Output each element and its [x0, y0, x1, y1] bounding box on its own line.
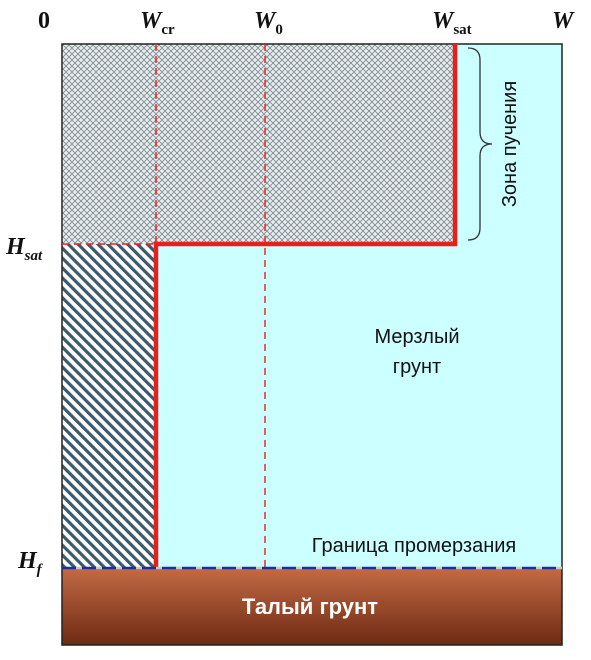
origin-label: 0 [38, 8, 50, 34]
thawed-soil-region [62, 568, 562, 645]
h-f-label: Hf [17, 548, 44, 578]
moisture-profile-line [153, 44, 458, 568]
heave-zone-area [62, 44, 455, 244]
thawed-soil-label: Талый грунт [242, 594, 378, 619]
hatched-column-area [62, 244, 156, 568]
frozen-soil-label-line1: Мерзлый [374, 326, 459, 348]
frozen-soil-label-line2: грунт [393, 356, 441, 378]
diagram-frame [61, 43, 563, 646]
freeze-boundary-label: Граница промерзания [312, 535, 517, 557]
heave-zone-label: Зона пучения [499, 81, 521, 207]
heave-zone-brace [467, 47, 493, 241]
w-sat-label: Wsat [432, 8, 472, 38]
w-axis-label: W [552, 8, 575, 34]
w-cr-label: Wcr [140, 8, 175, 38]
w-0-label: W0 [254, 8, 283, 38]
h-sat-label: Hsat [5, 234, 43, 264]
